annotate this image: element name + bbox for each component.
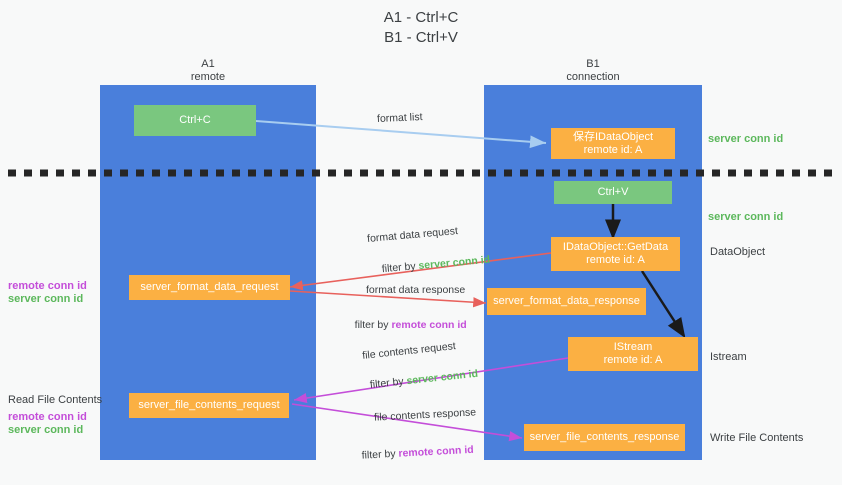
label-remote-conn-id-2: remote conn id <box>8 411 87 423</box>
box-ctrl-c[interactable]: Ctrl+C <box>134 105 256 136</box>
box-server-format-data-request[interactable]: server_format_data_request <box>129 275 290 300</box>
filter-prefix: filter by <box>381 260 420 276</box>
label-write-file-contents: Write File Contents <box>710 432 804 444</box>
column-header-a1-sub: remote <box>190 71 226 83</box>
box-server-format-data-response[interactable]: server_format_data_response <box>487 288 646 315</box>
box-idataobject-getdata[interactable]: IDataObject::GetData remote id: A <box>551 237 680 271</box>
label-istream: Istream <box>710 351 747 363</box>
page-title: A1 - Ctrl+C B1 - Ctrl+V <box>383 9 459 46</box>
column-header-b1-sub: connection <box>566 71 620 83</box>
label-server-conn-id-top: server conn id <box>708 133 784 145</box>
label-read-file-contents: Read File Contents <box>8 394 103 406</box>
box-idataobject[interactable]: 保存IDataObject remote id: A <box>551 128 675 159</box>
filter-prefix: filter by <box>354 319 392 331</box>
label-server-conn-id-2: server conn id <box>8 424 84 436</box>
column-header-b1: B1 <box>586 58 600 70</box>
arrow-label-file-contents-response: file contents response <box>373 406 477 424</box>
filter-value-server-conn-id: server conn id <box>405 367 479 388</box>
label-dataobject: DataObject <box>710 246 766 258</box>
arrow-label-format-data-response: format data response <box>366 284 466 296</box>
label-remote-conn-id-1: remote conn id <box>8 280 87 292</box>
label-server-conn-id-1: server conn id <box>8 293 84 305</box>
label-server-conn-id-mid: server conn id <box>708 211 784 223</box>
box-istream[interactable]: IStream remote id: A <box>568 337 698 371</box>
filter-value-server-conn-id: server conn id <box>417 253 491 272</box>
box-server-file-contents-request[interactable]: server_file_contents_request <box>129 393 289 418</box>
arrow-label-format-list: format list <box>376 111 423 125</box>
filter-value-remote-conn-id: remote conn id <box>391 319 467 331</box>
arrow-label-format-data-response-filter: filter by remote conn id <box>343 304 467 346</box>
box-server-file-contents-response[interactable]: server_file_contents_response <box>524 424 685 451</box>
arrow-label-file-contents-response-filter: filter by remote conn id <box>349 429 475 477</box>
box-ctrl-v[interactable]: Ctrl+V <box>554 181 672 204</box>
column-header-a1: A1 <box>201 58 215 70</box>
filter-prefix: filter by <box>369 375 408 392</box>
filter-value-remote-conn-id: remote conn id <box>398 443 474 460</box>
filter-prefix: filter by <box>361 447 399 462</box>
